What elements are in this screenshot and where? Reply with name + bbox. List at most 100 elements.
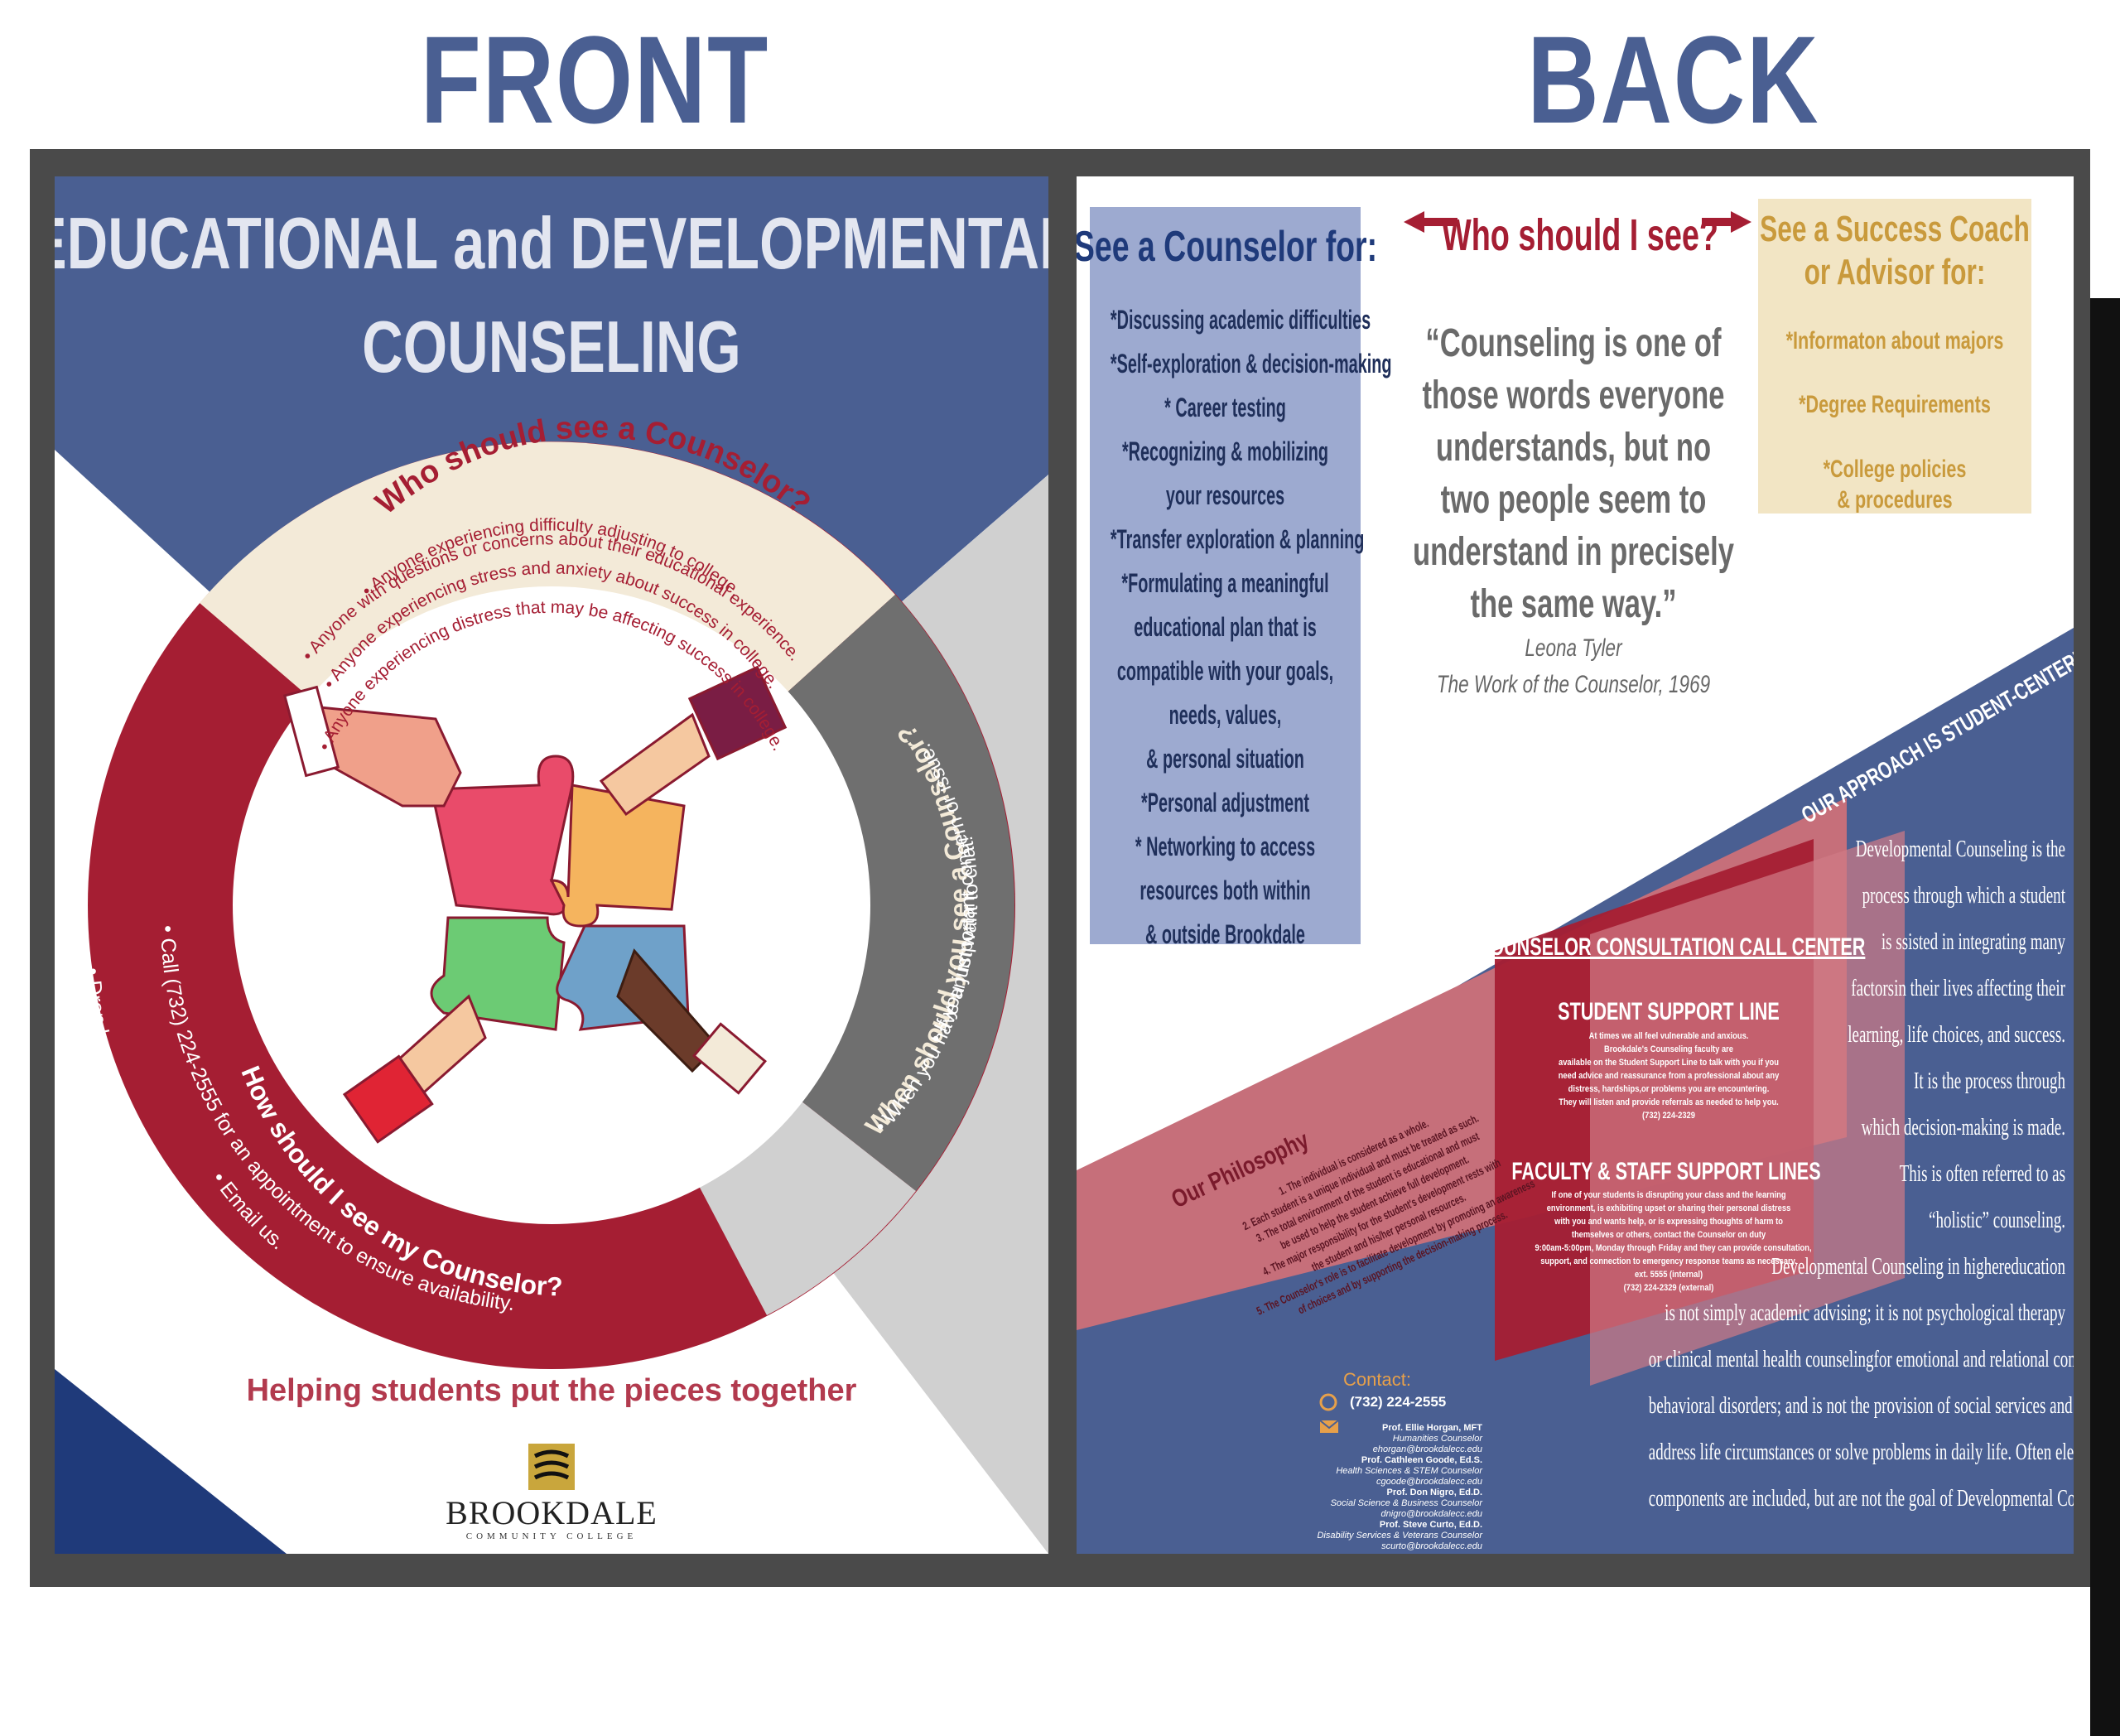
student-line-line: (732) 224-2329	[1642, 1111, 1695, 1121]
contact-name: Prof. Don Nigro, Ed.D.	[1386, 1488, 1483, 1497]
contact-phone: (732) 224-2555	[1350, 1394, 1447, 1410]
student-line-line: distress, hardships,or problems you are …	[1568, 1084, 1770, 1094]
counselor-item: *Discussing academic difficulties	[1110, 305, 1371, 335]
counselor-item: *Personal adjustment	[1141, 788, 1309, 817]
developmental-line: Developmental Counseling in highereducat…	[1771, 1254, 2065, 1280]
counselor-item: * Career testing	[1164, 393, 1286, 422]
brochure-frame: Who should see a Counselor? • Anyone wit…	[30, 149, 2120, 1736]
contact-title: Contact:	[1343, 1369, 1411, 1390]
left-arrow-icon	[1404, 211, 1458, 233]
quote-block: “Counseling is one of those words everyo…	[1400, 317, 1747, 703]
developmental-line: learning, life choices, and success.	[1848, 1022, 2065, 1048]
student-line-line: At times we all feel vulnerable and anxi…	[1588, 1031, 1749, 1041]
contact-role: Disability Services & Veterans Counselor	[1317, 1531, 1482, 1541]
developmental-line: is not simply academic advising; it is n…	[1665, 1300, 2065, 1326]
counselor-item: resources both within	[1140, 875, 1311, 905]
student-line-line: They will listen and provide referrals a…	[1559, 1097, 1779, 1107]
developmental-line: components are included, but are not the…	[1648, 1486, 2074, 1512]
front-graphics: Who should see a Counselor? • Anyone wit…	[55, 176, 1048, 1554]
college-name: BROOKDALE	[446, 1494, 658, 1531]
brookdale-logo	[528, 1444, 575, 1490]
front-title-line-1: EDUCATIONAL and DEVELOPMENTAL	[55, 202, 1048, 284]
contact-email[interactable]: cgoode@brookdalecc.edu	[1376, 1477, 1482, 1487]
counselor-item: & outside Brookdale	[1145, 919, 1305, 949]
quote-line: those words everyone	[1422, 374, 1725, 417]
contact-list: Prof. Ellie Horgan, MFT Humanities Couns…	[1176, 1423, 1482, 1552]
back-graphics	[1077, 211, 2074, 1554]
right-arrow-icon	[1702, 211, 1751, 233]
counselor-item: needs, values,	[1168, 700, 1282, 730]
student-line-title: STUDENT SUPPORT LINE	[1558, 998, 1780, 1025]
student-line-text: At times we all feel vulnerable and anxi…	[1511, 1030, 1826, 1122]
counselor-items: *Discussing academic difficulties *Self-…	[1090, 298, 1392, 957]
counselor-item: * Networking to access	[1135, 832, 1316, 861]
developmental-line: or clinical mental health counselingfor …	[1648, 1347, 2074, 1372]
developmental-line: which decision-making is made.	[1861, 1115, 2065, 1140]
faculty-line-line: ext. 5555 (internal)	[1634, 1270, 1703, 1280]
developmental-line: “holistic” counseling.	[1929, 1208, 2065, 1233]
contact-role: Humanities Counselor	[1392, 1434, 1482, 1444]
student-line-line: need advice and reassurance from a profe…	[1558, 1071, 1780, 1081]
quote-line: “Counseling is one of	[1425, 321, 1722, 365]
developmental-line: behavioral disorders; and is not the pro…	[1648, 1393, 2074, 1419]
faculty-line-line: (732) 224-2329 (external)	[1623, 1283, 1714, 1293]
faculty-line-line: support, and connection to emergency res…	[1540, 1256, 1797, 1266]
phone-icon	[1319, 1393, 1337, 1411]
counselor-item: your resources	[1165, 480, 1285, 510]
puzzle-hands-illustration	[282, 665, 788, 1144]
call-center-overlay	[1590, 831, 1905, 1386]
front-title-line-2: COUNSELING	[362, 306, 741, 388]
contact-name: Prof. Steve Curto, Ed.D.	[1379, 1520, 1482, 1530]
developmental-text: Developmental Counseling is the process …	[1453, 827, 2074, 1522]
counselor-box: See a Counselor for: *Discussing academi…	[1077, 207, 1391, 949]
front-corner-triangle	[55, 1369, 287, 1554]
counselor-item: educational plan that is	[1134, 612, 1317, 642]
coach-title-line-1: See a Success Coach	[1760, 209, 2030, 249]
coach-item: & procedures	[1837, 486, 1953, 514]
developmental-line: is ssisted in integrating many	[1881, 929, 2065, 955]
mail-flap	[1319, 1420, 1339, 1430]
coach-title-line-2: or Advisor for:	[1804, 252, 1986, 292]
back-label: BACK	[1527, 10, 1820, 149]
contact-name: Prof. Cathleen Goode, Ed.S.	[1361, 1455, 1482, 1465]
faculty-line-line: environment, is exhibiting upset or shar…	[1546, 1203, 1791, 1213]
counselor-item: *Recognizing & mobilizing	[1121, 436, 1329, 466]
back-panel: See a Counselor for: *Discussing academi…	[1077, 176, 2074, 1554]
coach-item: *College policies	[1823, 456, 1967, 483]
counselor-item: *Self-exploration & decision-making	[1110, 349, 1392, 379]
counselor-item: & personal situation	[1146, 744, 1304, 774]
quote-line: the same way.”	[1470, 582, 1677, 626]
contact-email[interactable]: scurto@brookdalecc.edu	[1381, 1541, 1482, 1551]
contact-email[interactable]: dnigro@brookdalecc.edu	[1380, 1509, 1482, 1519]
quote-line: understands, but no	[1435, 426, 1712, 470]
student-line-line: Brookdale's Counseling faculty are	[1603, 1044, 1734, 1054]
contact-role: Health Sciences & STEM Counselor	[1336, 1466, 1482, 1476]
coach-item: *Informaton about majors	[1785, 327, 2004, 354]
contact-name: Prof. Ellie Horgan, MFT	[1381, 1423, 1482, 1433]
faculty-line-line: with you and wants help, or is expressin…	[1554, 1217, 1783, 1227]
developmental-line: factorsin their lives affecting their	[1851, 976, 2065, 1001]
quote-line: understand in precisely	[1413, 530, 1734, 574]
coach-box: See a Success Coach or Advisor for: *Inf…	[1758, 199, 2031, 514]
faculty-line-line: themselves or others, contact the Counse…	[1571, 1230, 1766, 1240]
counselor-item: *Formulating a meaningful	[1121, 568, 1329, 598]
developmental-line: process through which a student	[1862, 883, 2065, 909]
quote-line: two people seem to	[1440, 478, 1707, 522]
college-sub: COMMUNITY COLLEGE	[465, 1531, 638, 1541]
contact-role: Social Science & Business Counselor	[1330, 1498, 1482, 1508]
front-label: FRONT	[420, 10, 769, 149]
call-center-title: COUNSELOR CONSULTATION CALL CENTER	[1477, 933, 1866, 961]
faculty-line-text: If one of your students is disrupting yo…	[1511, 1189, 1826, 1295]
contact-email[interactable]: ehorgan@brookdalecc.edu	[1372, 1444, 1482, 1454]
counselor-item: compatible with your goals,	[1116, 656, 1334, 686]
front-panel: Who should see a Counselor? • Anyone wit…	[55, 176, 1048, 1554]
faculty-line-line: If one of your students is disrupting yo…	[1551, 1190, 1786, 1200]
quote-source: The Work of the Counselor, 1969	[1436, 671, 1711, 698]
counselor-title: See a Counselor for:	[1077, 223, 1377, 271]
counselor-item: *Transfer exploration & planning	[1110, 524, 1365, 554]
frame-shadow	[2090, 298, 2120, 1736]
who-should-i-see: Who should I see?	[1442, 210, 1718, 260]
developmental-line: Developmental Counseling is the	[1855, 837, 2065, 862]
coach-item: *Degree Requirements	[1799, 391, 1991, 418]
faculty-line-title: FACULTY & STAFF SUPPORT LINES	[1511, 1158, 1821, 1185]
